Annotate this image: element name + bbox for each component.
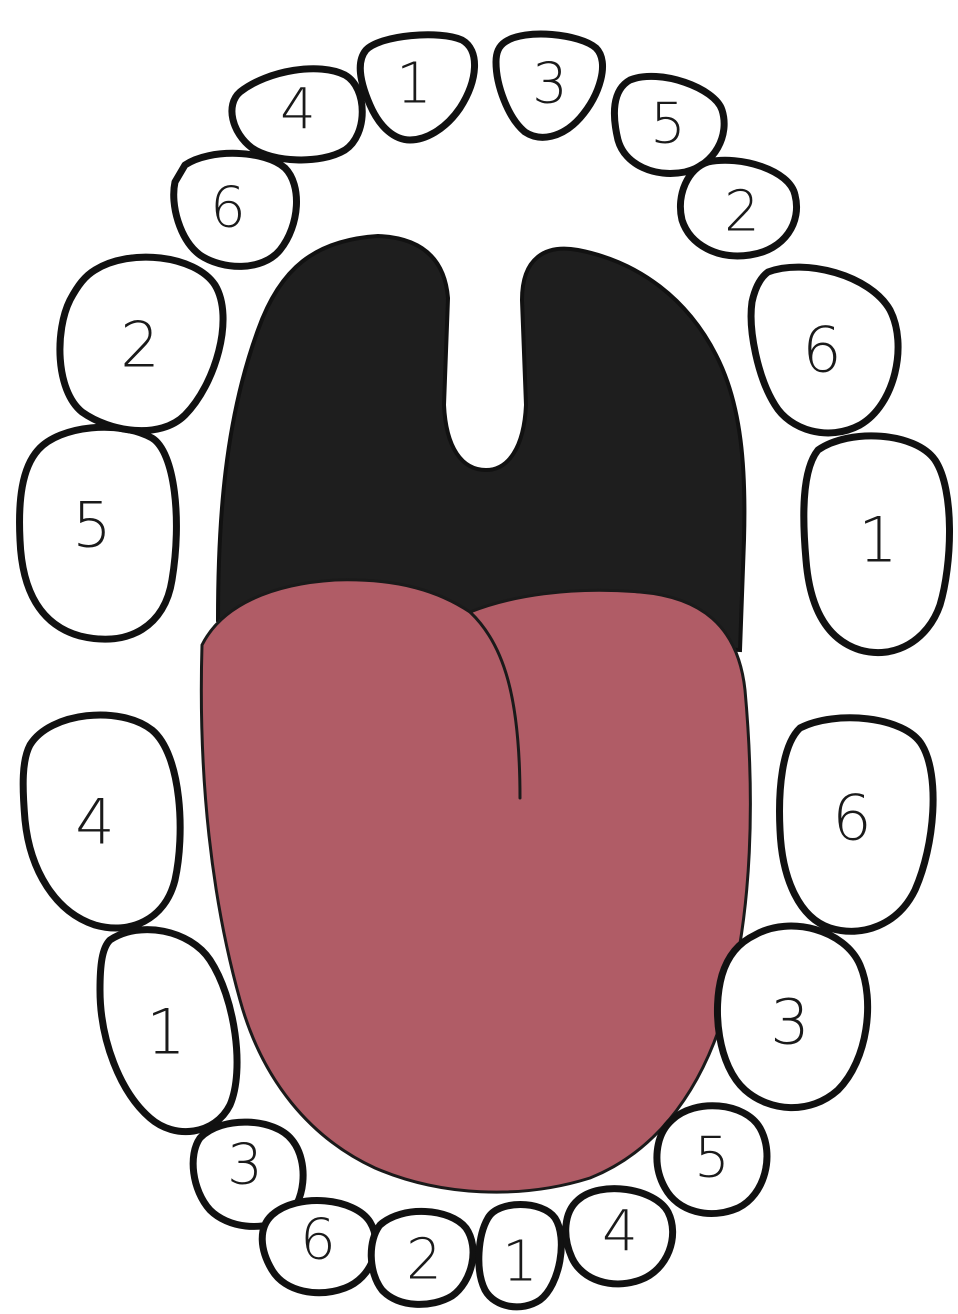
tooth-number: 4	[602, 1200, 638, 1265]
tooth-number: 1	[858, 504, 897, 577]
upper-tooth: 1	[804, 436, 950, 653]
upper-tooth: 6	[751, 267, 898, 433]
lower-tooth: 1	[100, 930, 237, 1132]
tooth-number: 4	[280, 78, 316, 143]
tooth-number: 5	[694, 1126, 730, 1191]
lower-tooth: 5	[657, 1106, 767, 1214]
upper-tooth: 4	[232, 69, 362, 160]
tooth-number: 1	[146, 996, 185, 1069]
upper-tooth: 2	[680, 160, 796, 256]
upper-tooth: 3	[496, 34, 603, 137]
tooth-number: 5	[72, 489, 111, 562]
tooth-number: 6	[210, 176, 246, 241]
tooth-number: 1	[502, 1230, 538, 1295]
lower-tooth: 4	[23, 715, 180, 928]
lower-tooth: 2	[371, 1211, 473, 1304]
tooth-number: 2	[120, 309, 159, 382]
tongue	[201, 580, 750, 1192]
tooth-number: 6	[802, 314, 841, 387]
lower-tooth: 6	[780, 718, 934, 931]
tooth-number: 1	[396, 52, 432, 117]
upper-tooth: 1	[360, 35, 474, 140]
tooth-number: 6	[832, 782, 871, 855]
tooth-number: 3	[532, 52, 568, 117]
upper-tooth: 6	[174, 153, 297, 266]
upper-tooth: 2	[60, 257, 223, 430]
lower-tooth: 1	[479, 1205, 561, 1307]
tooth-number: 6	[300, 1208, 336, 1273]
tooth-number: 3	[770, 986, 809, 1059]
tooth-number: 4	[75, 786, 114, 859]
tooth-number: 5	[650, 92, 686, 157]
tooth-number: 3	[227, 1133, 263, 1198]
tooth-number: 2	[406, 1228, 442, 1293]
tooth-number: 2	[724, 180, 760, 245]
upper-tooth: 5	[20, 427, 177, 639]
lower-tooth: 4	[566, 1189, 673, 1284]
lower-tooth: 3	[717, 926, 867, 1108]
lower-tooth: 6	[262, 1201, 376, 1293]
